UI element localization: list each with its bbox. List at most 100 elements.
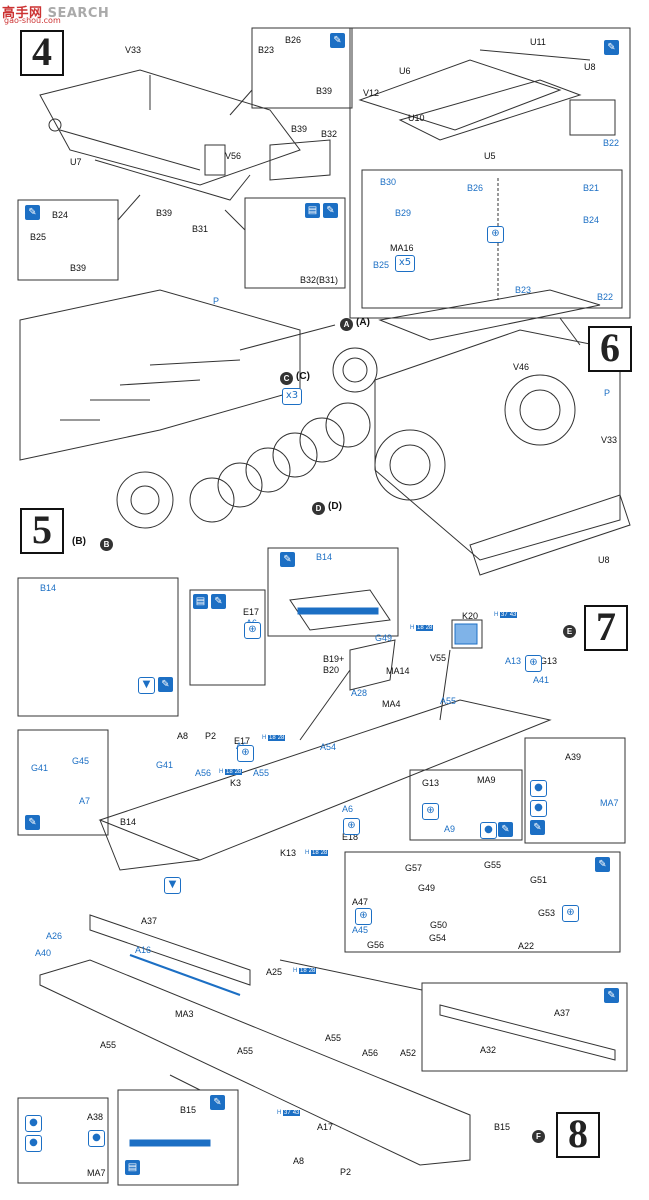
glue-icon: ✎ (280, 552, 295, 567)
wheel-badge: B (100, 538, 113, 551)
drop-icon: ● (25, 1135, 42, 1152)
part-label: A55 (100, 1040, 117, 1050)
glue-icon: ✎ (330, 33, 345, 48)
part-label: V46 (513, 362, 530, 372)
paint-icon: ▤ (125, 1160, 140, 1175)
part-label: G55 (484, 860, 502, 870)
part-label: E17 (243, 607, 260, 617)
watermark: 高手网 SEARCH (2, 6, 110, 21)
drill-icon: ⊕ (422, 803, 439, 820)
part-label: G51 (530, 875, 548, 885)
part-label: P2 (340, 1167, 352, 1177)
part-label: MA9 (477, 775, 496, 785)
part-label: MA14 (386, 666, 410, 676)
part-label: U11 (530, 37, 546, 47)
step-8-number: 8 (556, 1112, 600, 1158)
part-label: A40 (35, 948, 52, 958)
part-label: G41 (31, 763, 49, 773)
step-7-badge: E (563, 625, 576, 638)
part-label: G45 (72, 756, 90, 766)
part-label: G56 (367, 940, 385, 950)
part-label: G13 (540, 656, 558, 666)
step-8-badge: F (532, 1130, 545, 1143)
part-label: B32(B31) (300, 275, 339, 285)
part-label: A8 (177, 731, 189, 741)
part-label: P (213, 296, 220, 306)
drill-icon: ⊕ (237, 745, 254, 762)
part-label: B23 (515, 285, 532, 295)
paint-icon: ▤ (305, 203, 320, 218)
drop-icon: ● (480, 822, 497, 839)
part-label: B22 (597, 292, 614, 302)
part-label: K3 (230, 778, 242, 788)
part-label: U7 (70, 157, 82, 167)
part-label: G54 (429, 933, 447, 943)
multiplier-badge: x3 (282, 388, 302, 405)
watermark-sub: gao-shou.com (4, 16, 61, 25)
drill-icon: ⊕ (343, 818, 360, 835)
wheel-label: (C) (296, 371, 310, 382)
glue-icon: ✎ (604, 988, 619, 1003)
part-label: V33 (125, 45, 142, 55)
part-label: A41 (533, 675, 550, 685)
part-label: B32 (321, 129, 338, 139)
part-label: B23 (258, 45, 275, 55)
part-label: A55 (325, 1033, 342, 1043)
part-label: B26 (285, 35, 302, 45)
part-label: A28 (351, 688, 368, 698)
wheel-badge: D (312, 502, 325, 515)
step-6-number: 6 (588, 326, 632, 372)
part-label: B39 (156, 208, 173, 218)
drop-icon: ● (25, 1115, 42, 1132)
part-label: B19+ (323, 654, 345, 664)
part-label: U5 (484, 151, 496, 161)
multiplier-badge: x5 (395, 255, 415, 272)
paint-icon: ▤ (193, 594, 208, 609)
part-label: A13 (505, 656, 522, 666)
part-label: G49 (375, 633, 393, 643)
part-label: A8 (293, 1156, 305, 1166)
wheel-label: (B) (72, 536, 86, 547)
part-label: A56 (362, 1048, 379, 1058)
part-label: A45 (352, 925, 369, 935)
part-label: G50 (430, 920, 448, 930)
wheel-label: (D) (328, 501, 342, 512)
drill-icon: ⊕ (244, 622, 261, 639)
part-label: U8 (598, 555, 610, 565)
part-label: A55 (237, 1046, 254, 1056)
part-label: P (604, 388, 611, 398)
part-label: B24 (583, 215, 600, 225)
part-label: G41 (156, 760, 174, 770)
drill-icon: ⊕ (487, 226, 504, 243)
drill-icon: ⊕ (355, 908, 372, 925)
part-label: A55 (440, 696, 457, 706)
glue-icon: ✎ (210, 1095, 225, 1110)
part-label: V56 (225, 151, 242, 161)
part-label: A38 (87, 1112, 104, 1122)
part-label: B30 (380, 177, 397, 187)
part-label: A55 (253, 768, 270, 778)
part-label: B22 (603, 138, 620, 148)
drop-icon: ● (530, 800, 547, 817)
part-label: U10 (408, 113, 425, 123)
glue-icon: ✎ (604, 40, 619, 55)
part-label: U6 (399, 66, 411, 76)
part-label: B39 (316, 86, 333, 96)
part-label: B20 (323, 665, 340, 675)
part-label: MA4 (382, 699, 401, 709)
part-label: MA16 (390, 243, 414, 253)
part-label: A37 (554, 1008, 571, 1018)
glue-icon: ✎ (25, 815, 40, 830)
part-label: B15 (180, 1105, 197, 1115)
flag-icon: ▼ (138, 677, 155, 694)
part-label: A37 (141, 916, 158, 926)
part-label: B21 (583, 183, 600, 193)
part-label: B31 (192, 224, 209, 234)
part-label: B39 (291, 124, 308, 134)
glue-icon: ✎ (25, 205, 40, 220)
part-label: B39 (70, 263, 87, 273)
